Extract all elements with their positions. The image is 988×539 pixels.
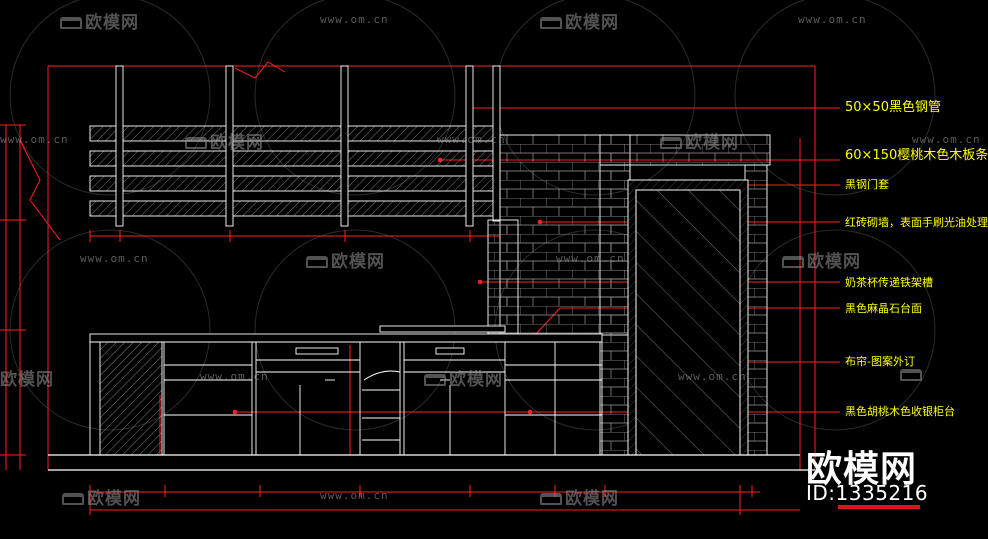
annotation-door-frame: 黑钢门套 [845, 178, 889, 191]
watermark-url: www.om.cn [437, 133, 506, 146]
brand-underline [838, 505, 920, 509]
watermark-url: www.om.cn [556, 252, 625, 265]
annotation-brick-wall: 红砖砌墙，表面手刷光油处理 [845, 216, 988, 229]
cashier-counter [89, 325, 603, 456]
brand-logo: 欧模网 [806, 449, 918, 490]
floor-line [48, 454, 815, 471]
sofa-icon [660, 137, 682, 149]
annotation-cashier-counter: 黑色胡桃木色收银柜台 [845, 405, 955, 418]
watermark-logo: 欧模网 [540, 484, 619, 509]
watermark-logo: 欧模网 [660, 128, 739, 153]
watermark-url: www.om.cn [912, 133, 981, 146]
watermark-logo: 欧模网 [540, 8, 619, 33]
sofa-icon [540, 17, 562, 29]
brand-id: ID:1335216 [806, 481, 929, 505]
sofa-icon [62, 493, 84, 505]
wood-slat-shelves [89, 125, 501, 217]
watermark-logo: 欧模网 [424, 365, 503, 390]
elevation-drawing [0, 0, 936, 515]
watermark-logo: 欧模网 [306, 247, 385, 272]
annotation-wood-slat: 60×150樱桃木色木板条 [845, 148, 988, 163]
watermark-logo: 欧模网 [0, 370, 54, 390]
watermark-logo: 欧模网 [60, 8, 139, 33]
watermark-url: www.om.cn [200, 370, 269, 383]
watermark-logo [900, 365, 925, 385]
watermark-logo: 欧模网 [185, 128, 264, 153]
watermark-url: www.om.cn [320, 489, 389, 502]
door-with-curtain [627, 179, 749, 456]
sofa-icon [782, 256, 804, 268]
annotation-countertop: 黑色麻晶石台面 [845, 302, 922, 315]
watermark-url: www.om.cn [320, 13, 389, 26]
sofa-icon [60, 17, 82, 29]
watermark-url: www.om.cn [798, 13, 867, 26]
watermark-logo: 欧模网 [62, 484, 141, 509]
watermark-url: www.om.cn [80, 252, 149, 265]
watermark-url: www.om.cn [0, 133, 69, 146]
sofa-icon [185, 137, 207, 149]
annotation-curtain: 布帘-图案外订 [845, 355, 915, 368]
brick-wall [487, 134, 771, 456]
annotation-cup-rack: 奶茶杯传递铁架槽 [845, 276, 933, 289]
sofa-icon [900, 369, 922, 381]
sofa-icon [306, 256, 328, 268]
cad-drawing-canvas: 欧模网 www.om.cn 欧模网 www.om.cn www.om.cn 欧模… [0, 0, 988, 515]
watermark-logo: 欧模网 [782, 247, 861, 272]
annotation-steel-pipe: 50×50黑色钢管 [845, 100, 941, 115]
watermark-url: www.om.cn [678, 370, 747, 383]
steel-pipes [115, 65, 501, 227]
sofa-icon [540, 493, 562, 505]
sofa-icon [424, 374, 446, 386]
